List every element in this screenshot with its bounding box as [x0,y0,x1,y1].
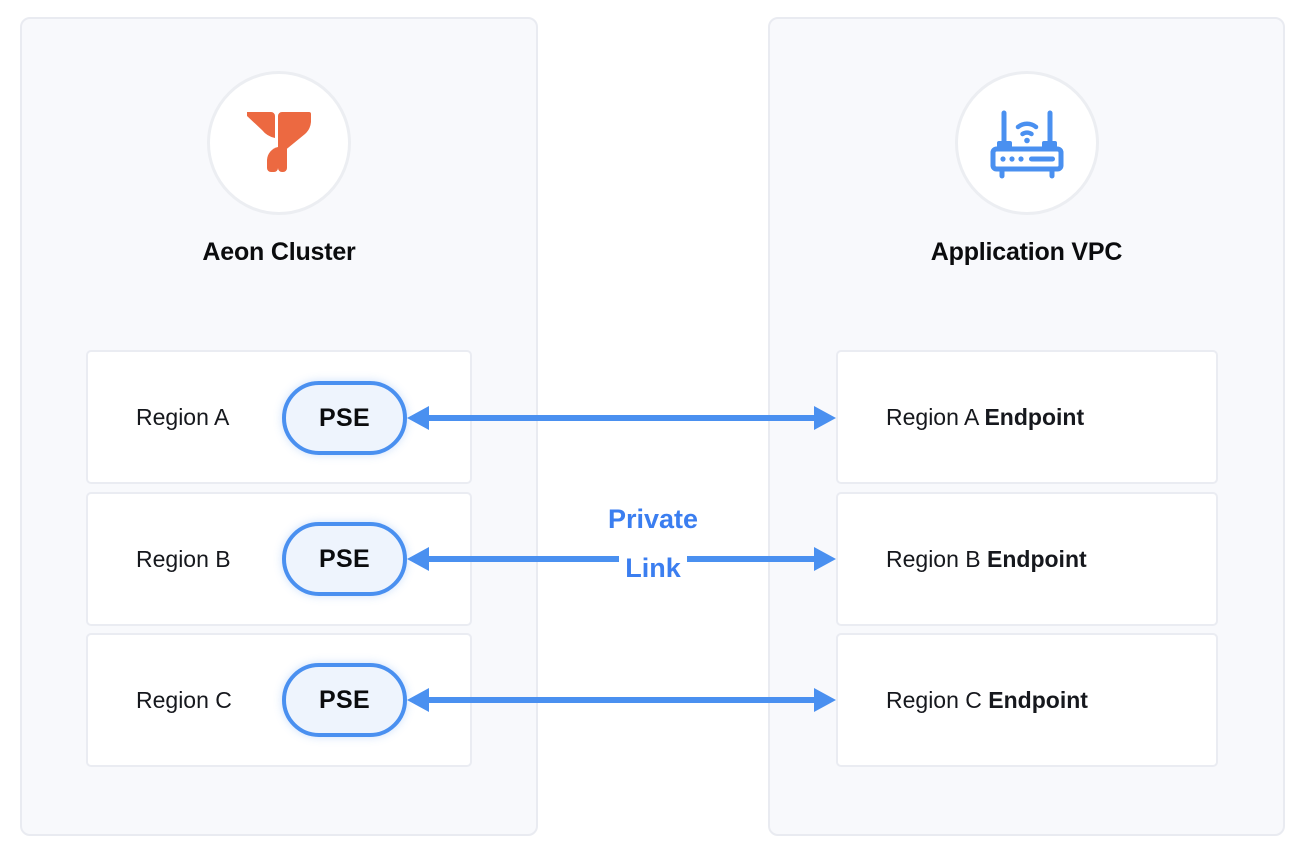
arrow-right-icon-b [814,547,836,571]
aeon-cluster-header: Aeon Cluster [22,71,536,267]
aeon-logo-badge [207,71,351,215]
region-b-label: Region B [136,545,231,572]
arrow-right-icon-a [814,406,836,430]
private-link-connector-a [407,403,836,433]
endpoint-row-b[interactable]: Region B Endpoint [836,492,1218,626]
endpoint-a-label: Region A Endpoint [886,403,1085,430]
private-link-line1: Private [601,504,705,535]
arrow-right-icon-c [814,688,836,712]
pse-badge-region-b[interactable]: PSE [282,522,407,596]
endpoint-c-label: Region C Endpoint [886,686,1088,713]
region-c-label: Region C [136,686,232,713]
endpoint-row-a[interactable]: Region A Endpoint [836,350,1218,484]
endpoint-b-label: Region B Endpoint [886,545,1087,572]
wifi-router-icon [990,110,1063,179]
arrow-left-icon-b [407,547,429,571]
application-vpc-header: Application VPC [770,71,1283,267]
endpoint-row-c[interactable]: Region C Endpoint [836,633,1218,767]
connector-line-c [425,697,820,703]
arrow-left-icon-a [407,406,429,430]
aeon-cluster-title: Aeon Cluster [202,238,356,266]
connector-line-b [425,556,820,562]
private-link-connector-b [407,544,836,574]
connector-line-a [425,415,820,421]
arrow-left-icon-c [407,688,429,712]
region-a-label: Region A [136,403,230,430]
pse-badge-region-a[interactable]: PSE [282,381,407,455]
private-link-connector-c [407,685,836,715]
application-vpc-title: Application VPC [930,238,1123,266]
wifi-router-badge [954,71,1099,215]
pse-badge-region-c[interactable]: PSE [282,663,407,737]
aeon-logo-icon [247,112,311,172]
